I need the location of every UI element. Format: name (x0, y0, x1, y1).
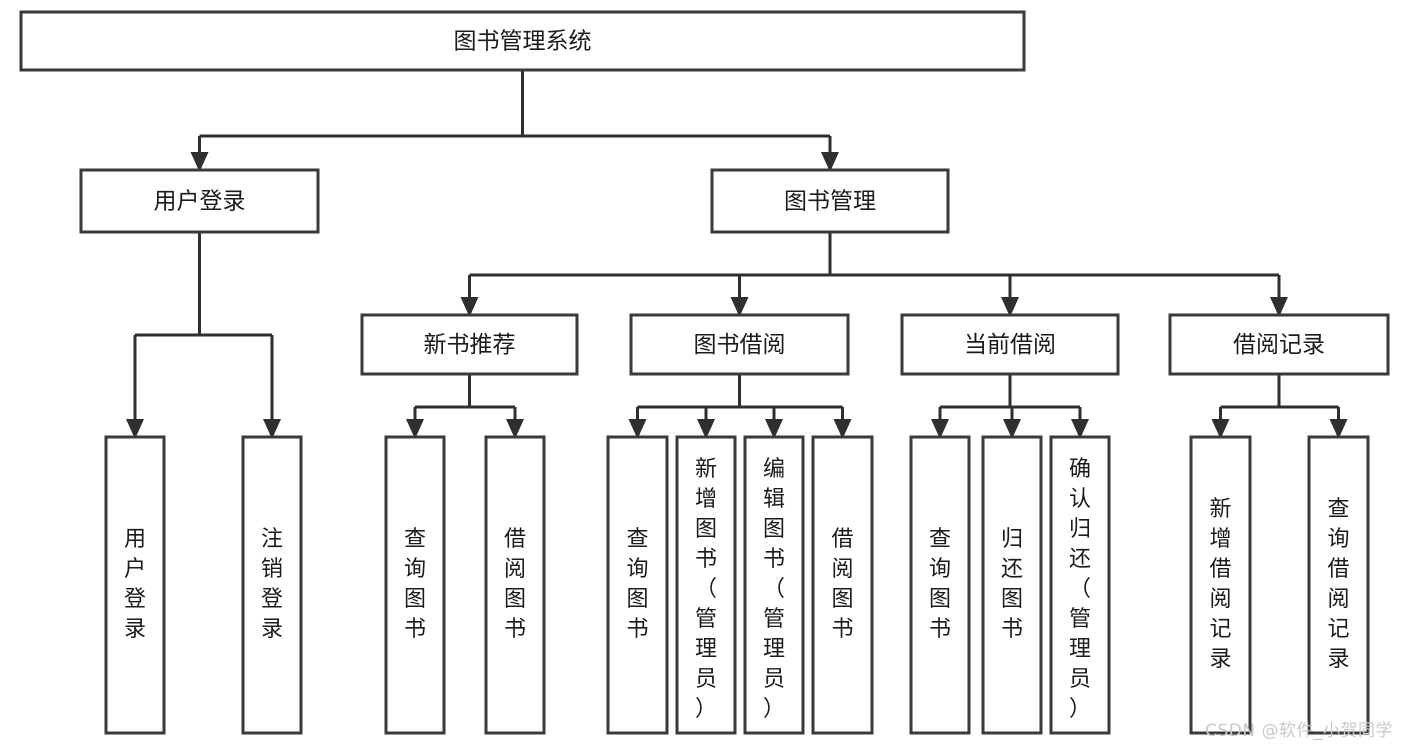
node-box-l3[interactable] (384, 435, 446, 735)
node-label-l6: 新增图书（管理员） (695, 457, 717, 722)
edge-group-root (190, 70, 839, 172)
arrow-head-icon (765, 419, 783, 439)
arrow-head-icon (821, 152, 839, 172)
node-l8[interactable]: 借阅图书 (811, 435, 874, 735)
node-box-l6[interactable] (675, 435, 737, 735)
node-label-l1: 用户登录 (124, 527, 146, 642)
node-label-bookmgmt: 图书管理 (784, 189, 876, 215)
node-box-l13[interactable] (1307, 435, 1370, 735)
arrow-head-icon (1329, 419, 1348, 439)
node-label-l8: 借阅图书 (831, 527, 853, 642)
arrow-head-icon (190, 152, 209, 172)
arrow-head-icon (126, 419, 144, 439)
node-box-records[interactable] (1168, 313, 1390, 376)
node-box-login[interactable] (79, 168, 320, 234)
arrow-head-icon (263, 419, 281, 439)
node-l13[interactable]: 查询借阅记录 (1307, 435, 1370, 735)
node-borrow[interactable]: 图书借阅 (629, 313, 850, 376)
arrow-head-icon (833, 419, 852, 439)
node-label-l9: 查询图书 (929, 527, 951, 642)
arrow-head-icon (1270, 297, 1288, 317)
node-box-l10[interactable] (981, 435, 1043, 735)
node-records[interactable]: 借阅记录 (1168, 313, 1390, 376)
node-label-l12: 新增借阅记录 (1209, 497, 1231, 672)
arrow-head-icon (628, 419, 647, 439)
arrow-head-icon (506, 419, 524, 439)
node-box-l8[interactable] (811, 435, 874, 735)
node-box-l5[interactable] (606, 435, 669, 735)
node-box-l7[interactable] (743, 435, 805, 735)
node-label-l7: 编辑图书（管理员） (763, 457, 785, 722)
arrow-head-icon (697, 419, 715, 439)
node-label-current: 当前借阅 (964, 332, 1056, 358)
node-label-l2: 注销登录 (261, 527, 283, 642)
node-box-l12[interactable] (1189, 435, 1252, 735)
watermark-label: CSDN @软件_小贺同学 (1205, 721, 1393, 741)
arrow-head-icon (931, 419, 949, 439)
node-label-l5: 查询图书 (626, 527, 648, 642)
node-l6[interactable]: 新增图书（管理员） (675, 435, 737, 735)
node-box-l2[interactable] (241, 435, 303, 735)
node-box-l1[interactable] (104, 435, 166, 735)
node-l12[interactable]: 新增借阅记录 (1189, 435, 1252, 735)
arrow-head-icon (1211, 419, 1230, 439)
node-box-current[interactable] (900, 313, 1120, 376)
node-root[interactable]: 图书管理系统 (19, 10, 1026, 72)
node-box-bookmgmt[interactable] (710, 168, 950, 234)
edge-group-current (931, 374, 1089, 439)
node-label-root: 图书管理系统 (454, 29, 592, 55)
arrow-head-icon (1071, 419, 1089, 439)
node-box-l9[interactable] (909, 435, 971, 735)
node-l4[interactable]: 借阅图书 (484, 435, 546, 735)
edge-group-login (126, 232, 281, 439)
node-box-l4[interactable] (484, 435, 546, 735)
edge-group-records (1211, 374, 1348, 439)
node-l5[interactable]: 查询图书 (606, 435, 669, 735)
arrow-head-icon (1001, 297, 1019, 317)
node-login[interactable]: 用户登录 (79, 168, 320, 234)
node-l3[interactable]: 查询图书 (384, 435, 446, 735)
node-l1[interactable]: 用户登录 (104, 435, 166, 735)
node-bookmgmt[interactable]: 图书管理 (710, 168, 950, 234)
edges-layer (126, 70, 1348, 439)
edge-group-newbook (406, 374, 524, 439)
node-l7[interactable]: 编辑图书（管理员） (743, 435, 805, 735)
node-l9[interactable]: 查询图书 (909, 435, 971, 735)
node-box-borrow[interactable] (629, 313, 850, 376)
node-label-l11: 确认归还（管理员） (1069, 457, 1091, 722)
node-label-l3: 查询图书 (404, 527, 426, 642)
node-label-borrow: 图书借阅 (694, 332, 786, 358)
node-label-l10: 归还图书 (1001, 527, 1023, 642)
node-box-root[interactable] (19, 10, 1026, 72)
node-current[interactable]: 当前借阅 (900, 313, 1120, 376)
node-box-newbook[interactable] (360, 313, 579, 376)
arrow-head-icon (406, 419, 424, 439)
arrow-head-icon (1003, 419, 1021, 439)
node-label-records: 借阅记录 (1233, 332, 1325, 358)
arrow-head-icon (730, 297, 749, 317)
node-l2[interactable]: 注销登录 (241, 435, 303, 735)
node-box-l11[interactable] (1049, 435, 1111, 735)
node-label-login: 用户登录 (154, 189, 246, 215)
node-newbook[interactable]: 新书推荐 (360, 313, 579, 376)
node-label-l4: 借阅图书 (504, 527, 526, 642)
node-label-newbook: 新书推荐 (424, 332, 516, 358)
node-l11[interactable]: 确认归还（管理员） (1049, 435, 1111, 735)
nodes-layer: 图书管理系统用户登录图书管理新书推荐图书借阅当前借阅借阅记录用户登录注销登录查询… (19, 10, 1390, 735)
arrow-head-icon (460, 297, 479, 317)
edge-group-bookmgmt (460, 232, 1288, 317)
node-l10[interactable]: 归还图书 (981, 435, 1043, 735)
edge-group-borrow (628, 374, 852, 439)
node-label-l13: 查询借阅记录 (1327, 497, 1349, 672)
